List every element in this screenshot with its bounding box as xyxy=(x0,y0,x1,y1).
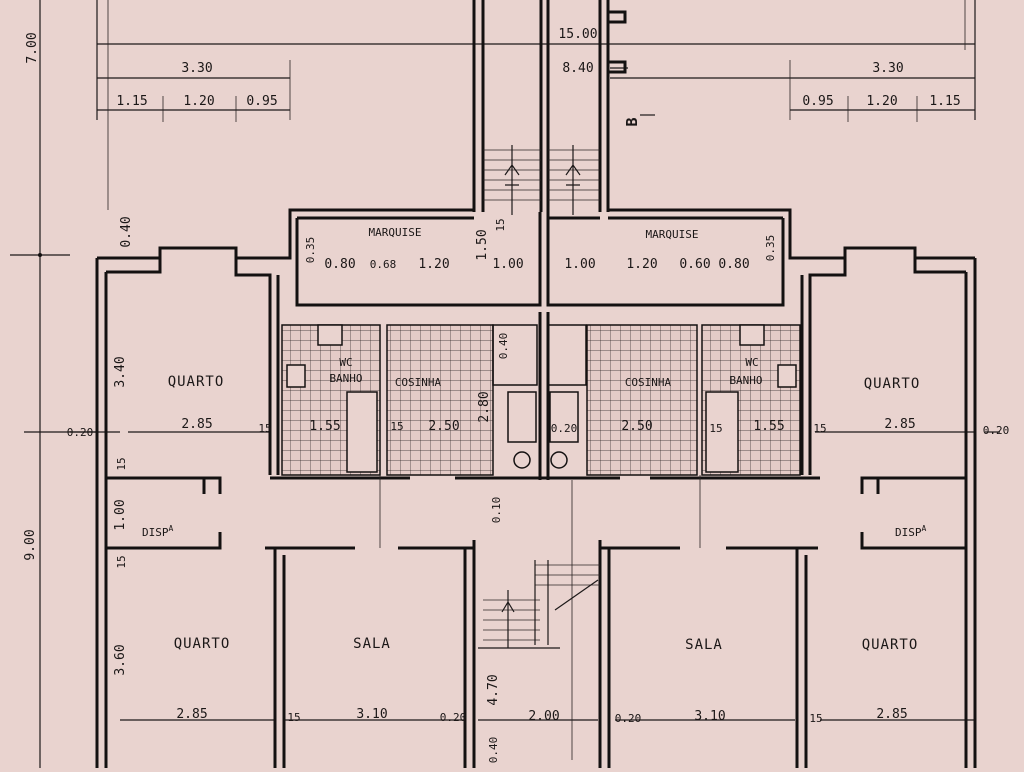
dim-marq-l-120: 1.20 xyxy=(418,257,449,272)
dim-bottom-15-left: 15 xyxy=(287,711,300,724)
dim-seg-l2: 1.20 xyxy=(183,94,214,109)
dim-bottom-020-right: 0.20 xyxy=(615,712,642,725)
dim-marq-l-100: 1.00 xyxy=(492,257,523,272)
dim-cozinha-left-width: 2.50 xyxy=(428,419,459,434)
dim-cozinha-280: 2.80 xyxy=(477,391,492,422)
dim-wing-left: 3.30 xyxy=(181,61,212,76)
dim-cozinha-040: 0.40 xyxy=(497,333,510,360)
dim-seg-r1: 0.95 xyxy=(802,94,833,109)
dim-quarto-width-tl: 2.85 xyxy=(181,417,212,432)
dim-corridor-15b: 15 xyxy=(115,555,128,568)
dim-marq-r-060: 0.60 xyxy=(679,257,710,272)
dim-cozinha-15-right: 15 xyxy=(709,422,722,435)
dim-wall-020-left: 0.20 xyxy=(67,426,94,439)
dim-banho-left-width: 1.55 xyxy=(309,419,340,434)
dim-marq-l-068: 0.68 xyxy=(370,258,397,271)
dim-bottom-15-right: 15 xyxy=(809,712,822,725)
dim-quarto-width-br: 2.85 xyxy=(876,707,907,722)
dim-cozinha-15-left: 15 xyxy=(390,420,403,433)
dim-height-main: 9.00 xyxy=(23,529,38,560)
dim-wall-040: 0.40 xyxy=(119,216,134,247)
dim-marq-r-080: 0.80 xyxy=(718,257,749,272)
dim-bottom-020-left: 0.20 xyxy=(440,711,467,724)
room-banho-right: BANHO xyxy=(729,374,762,387)
room-disp-right: DISPA xyxy=(895,524,927,539)
dim-seg-r3: 1.15 xyxy=(929,94,960,109)
dim-sala-left-width: 3.10 xyxy=(356,707,387,722)
dim-seg-l3: 0.95 xyxy=(246,94,277,109)
dim-seg-r2: 1.20 xyxy=(866,94,897,109)
dim-quarto-height-top: 3.40 xyxy=(113,356,128,387)
dim-cozinha-right-width: 2.50 xyxy=(621,419,652,434)
room-quarto-top-left: QUARTO xyxy=(168,374,225,390)
room-sala-left: SALA xyxy=(353,636,391,652)
room-quarto-top-right: QUARTO xyxy=(864,376,921,392)
dim-total-width: 15.00 xyxy=(558,27,597,42)
dim-corridor-100: 1.00 xyxy=(113,499,128,530)
upper-rooms: QUARTO QUARTO 3.40 2.85 2.85 0.20 0.20 1… xyxy=(67,333,1010,439)
room-marquise-right: MARQUISE xyxy=(646,228,699,241)
wet-areas xyxy=(281,312,801,480)
room-cozinha-right: COSINHA xyxy=(625,376,672,389)
dim-wall-15-left: 15 xyxy=(258,422,271,435)
room-wc-left: WC xyxy=(339,356,352,369)
dim-center-width: 8.40 xyxy=(562,61,593,76)
dim-marq-035-right: 0.35 xyxy=(764,235,777,262)
lower-rooms: QUARTO SALA SALA QUARTO 3.60 2.85 3.10 2… xyxy=(113,636,919,764)
room-cozinha-left: COSINHA xyxy=(395,376,442,389)
room-marquise-left: MARQUISE xyxy=(369,226,422,239)
dim-sala-right-width: 3.10 xyxy=(694,709,725,724)
dim-wall-15-right: 15 xyxy=(813,422,826,435)
dim-cozinha-020: 0.20 xyxy=(551,422,578,435)
dim-stair-040: 0.40 xyxy=(487,737,500,764)
outer-walls xyxy=(95,208,977,768)
dim-quarto-width-bl: 2.85 xyxy=(176,707,207,722)
corridor: 15 1.00 15 0.10 DISPA DISPA xyxy=(113,457,927,568)
dim-marq-15: 15 xyxy=(494,218,507,231)
dimension-lines xyxy=(10,0,1000,768)
dim-wing-right: 3.30 xyxy=(872,61,903,76)
dim-wall-020-right: 0.20 xyxy=(983,424,1010,437)
dim-marq-l-080: 0.80 xyxy=(324,257,355,272)
top-dimensions: 15.00 8.40 3.30 3.30 1.15 1.20 0.95 0.95… xyxy=(23,27,961,561)
room-disp-left: DISPA xyxy=(142,524,174,539)
dim-quarto-height-bottom: 3.60 xyxy=(113,644,128,675)
room-wc-right: WC xyxy=(745,356,758,369)
dim-stair-470: 4.70 xyxy=(486,674,501,705)
dim-quarto-width-tr: 2.85 xyxy=(884,417,915,432)
dim-marq-r-100: 1.00 xyxy=(564,257,595,272)
room-banho-left: BANHO xyxy=(329,372,362,385)
dim-seg-l1: 1.15 xyxy=(116,94,147,109)
dim-height-top: 7.00 xyxy=(25,32,40,63)
dim-marq-r-120: 1.20 xyxy=(626,257,657,272)
interior-walls xyxy=(106,475,966,768)
section-mark: B xyxy=(623,117,641,126)
marquise-area: MARQUISE MARQUISE 0.35 0.35 0.80 0.68 1.… xyxy=(304,218,777,272)
dim-corridor-010: 0.10 xyxy=(490,497,503,524)
dim-corridor-15: 15 xyxy=(115,457,128,470)
dim-stair-width: 2.00 xyxy=(528,709,559,724)
dim-marq-035-left: 0.35 xyxy=(304,237,317,264)
room-sala-right: SALA xyxy=(685,637,723,653)
dim-banho-right-width: 1.55 xyxy=(753,419,784,434)
room-quarto-bottom-right: QUARTO xyxy=(862,637,919,653)
dim-marq-150: 1.50 xyxy=(475,229,490,260)
stairwell-top xyxy=(472,0,655,215)
room-quarto-bottom-left: QUARTO xyxy=(174,636,231,652)
